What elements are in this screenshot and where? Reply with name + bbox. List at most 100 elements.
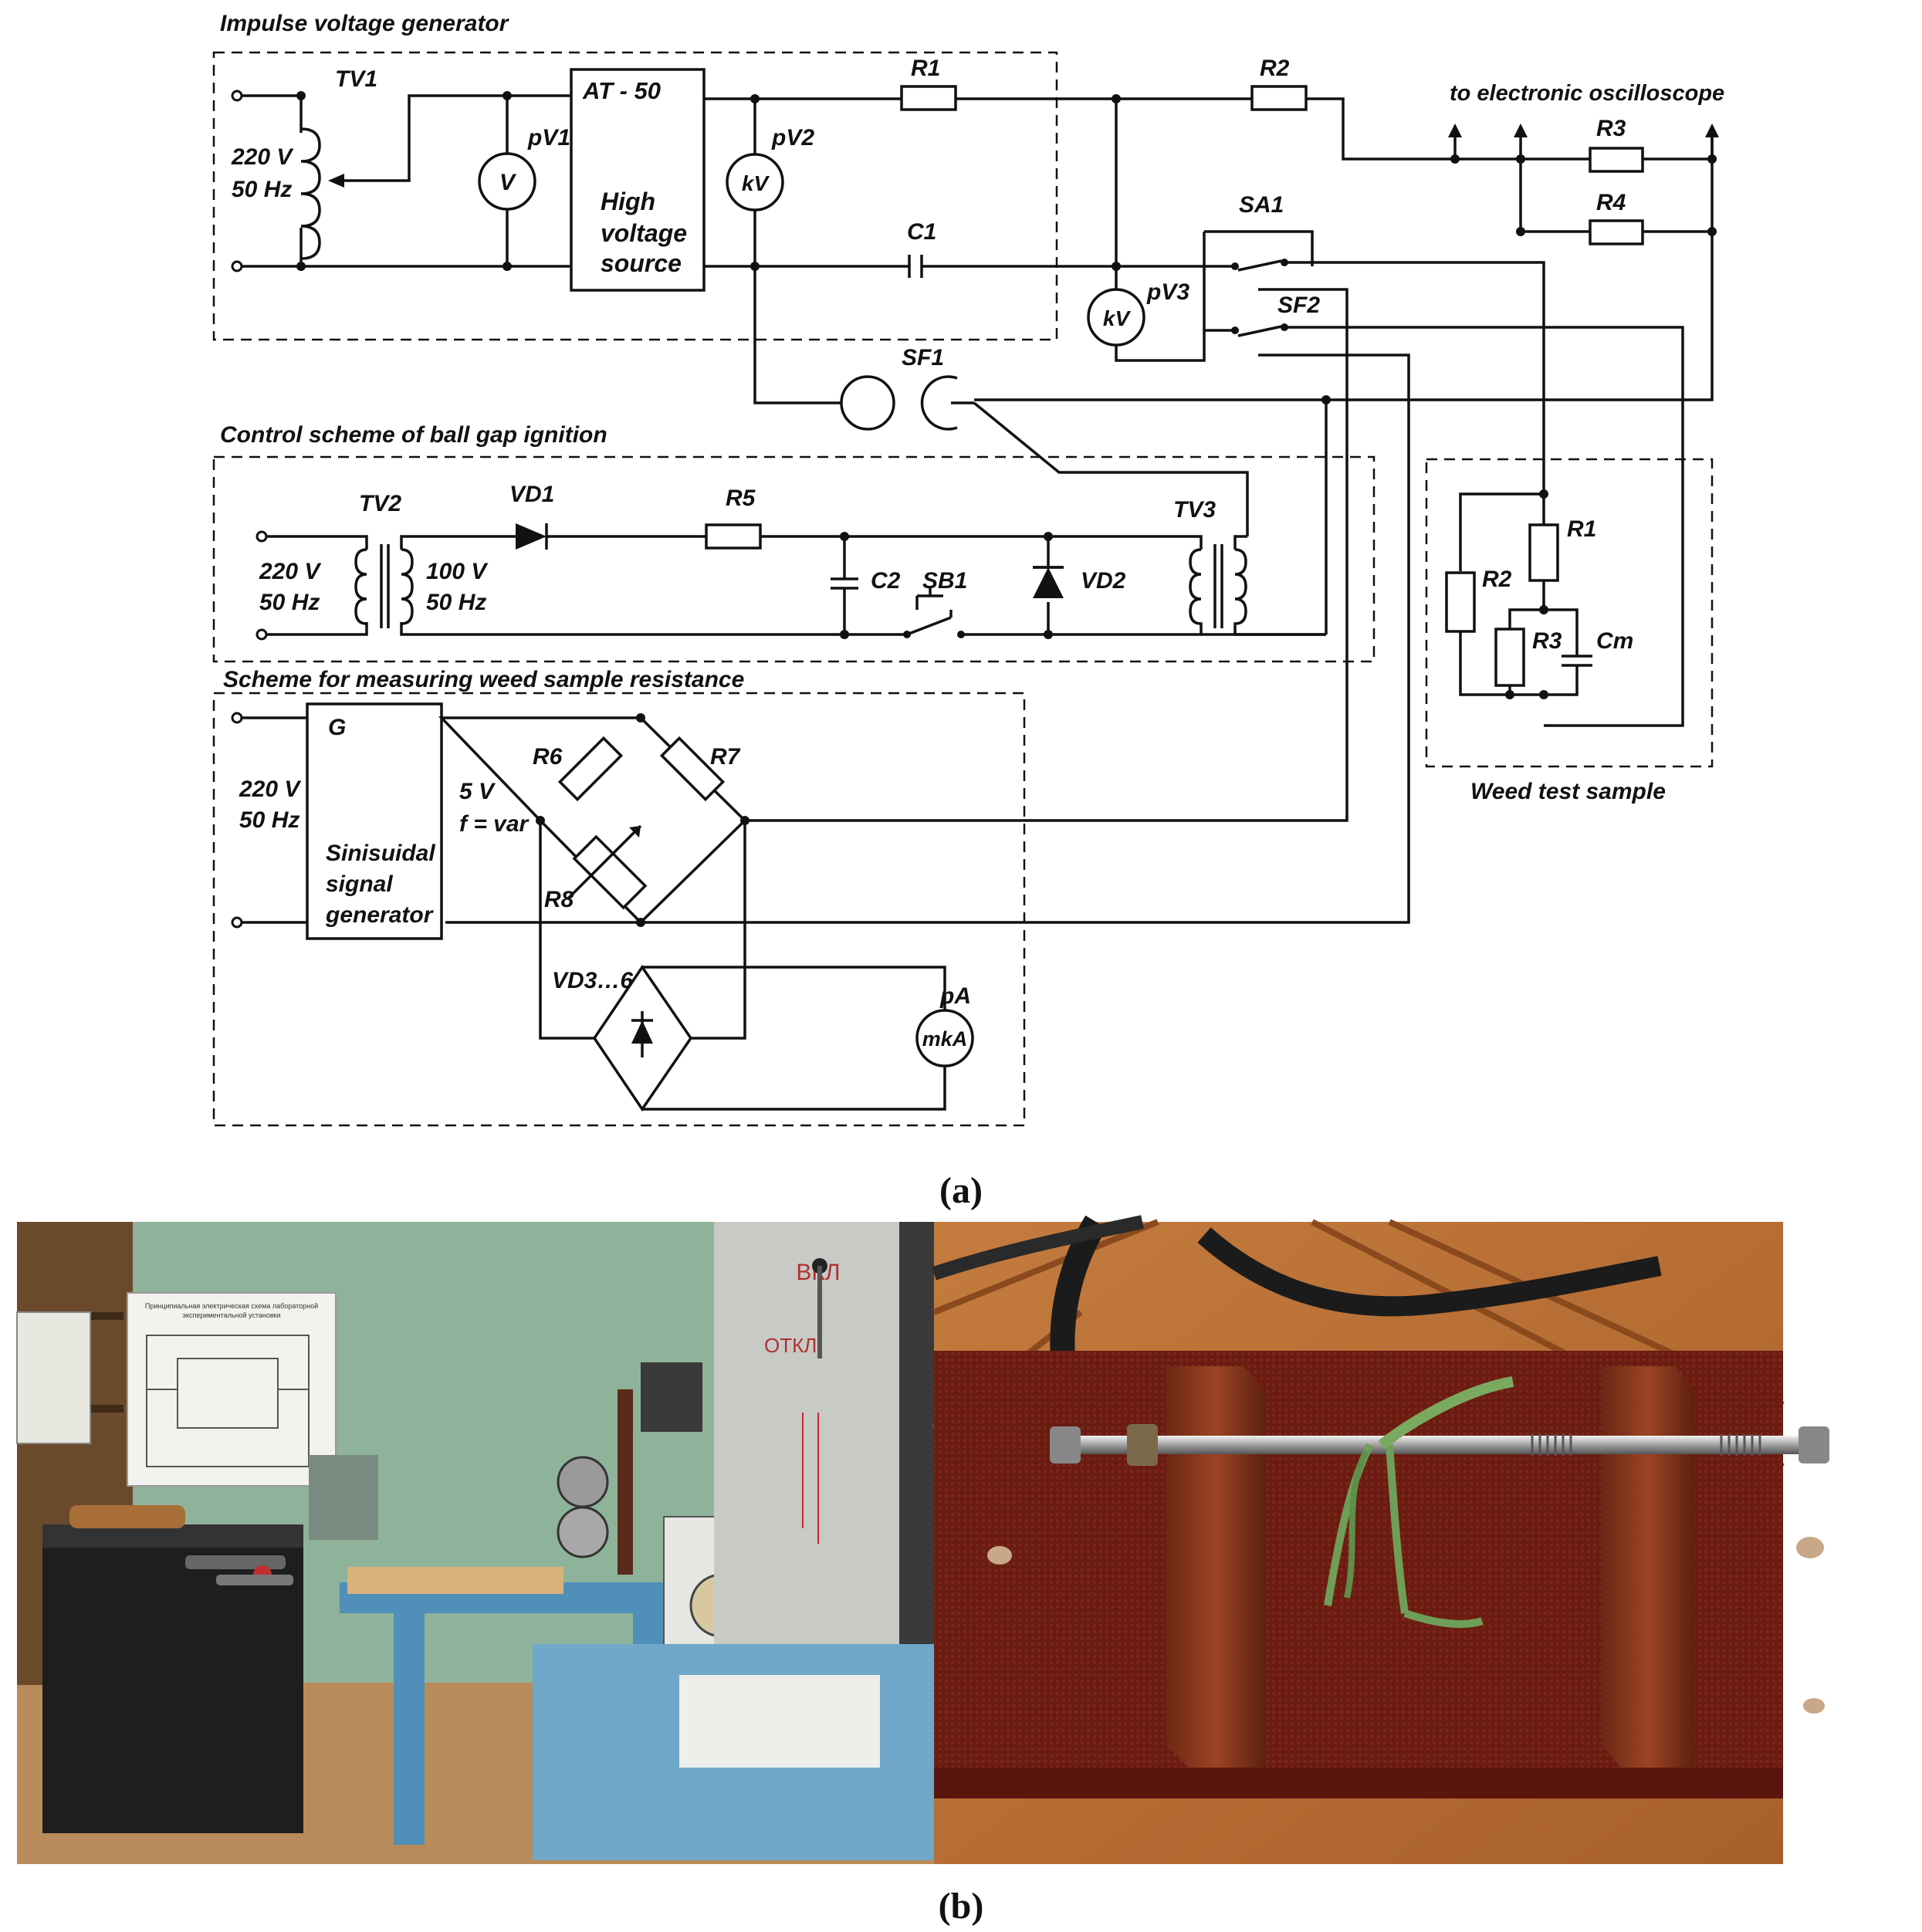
diode-vd2	[1033, 567, 1064, 598]
oscilloscope-arrows	[1448, 123, 1719, 137]
photo-laboratory: Принципиальная электрическая схема лабор…	[16, 1222, 934, 1864]
label-r8: R8	[544, 887, 574, 912]
label-pv2: pV2	[771, 125, 814, 151]
wire	[539, 821, 746, 1040]
wire	[642, 966, 946, 1111]
wire	[1233, 535, 1247, 550]
nut	[1050, 1426, 1081, 1463]
caption-b: (b)	[939, 1886, 984, 1927]
resistor-r7	[659, 736, 726, 802]
wire	[745, 288, 1348, 822]
microammeter	[915, 1009, 974, 1068]
weed-sample-title: Weed test sample	[1470, 779, 1666, 804]
rating-50hz: 50 Hz	[232, 177, 292, 202]
resistor-r4	[1589, 219, 1644, 245]
label-vd2: VD2	[1081, 568, 1126, 594]
gen-text: Sinisuidal	[326, 841, 435, 866]
label-r1-sample: R1	[1567, 516, 1596, 542]
label-sb1: SB1	[922, 568, 967, 594]
control-scheme: 220 V 50 Hz TV2 100 V 50 Hz VD1 R5 C2	[255, 482, 1326, 641]
label-r4: R4	[1596, 190, 1626, 215]
tv3-secondary	[1233, 548, 1326, 636]
switch-cabinet	[714, 1222, 899, 1654]
pv2-kilovoltmeter	[726, 153, 784, 211]
nut	[1798, 1426, 1829, 1463]
ball-gap-sphere-left	[840, 375, 895, 431]
label-c2: C2	[871, 568, 901, 594]
tv1-coil	[300, 127, 321, 260]
resistor-r3	[1589, 147, 1644, 173]
measuring-scheme: 220 V 50 Hz G Sinisuidal signal generato…	[231, 702, 974, 1112]
label-r6: R6	[533, 744, 563, 770]
wire	[1453, 131, 1714, 159]
input-terminal	[231, 260, 243, 272]
wire	[400, 622, 907, 636]
capacitor-c1	[908, 255, 923, 278]
pv3-kilovoltmeter	[1087, 288, 1145, 347]
impulse-generator-title: Impulse voltage generator	[220, 11, 510, 36]
label-r5: R5	[726, 486, 756, 511]
resistor-r6	[557, 736, 624, 802]
high-voltage-source	[570, 68, 706, 292]
label-cm: Cm	[1596, 628, 1633, 654]
gen-text: generator	[325, 902, 435, 928]
tv2-core	[380, 544, 390, 628]
control-scheme-frame	[212, 455, 1376, 663]
label-pv3: pV3	[1146, 279, 1189, 305]
wire	[1459, 463, 1545, 696]
hv-text: voltage	[601, 219, 687, 247]
resistor-r8	[572, 834, 648, 910]
circuit-diagram: Impulse voltage generator Control scheme…	[212, 11, 1724, 1127]
label-vd1: VD1	[509, 482, 554, 507]
resistor-r2-sample	[1445, 571, 1476, 633]
trigger-wire	[973, 401, 1249, 536]
rating-100v: 100 V	[426, 559, 489, 584]
nut	[1127, 1424, 1158, 1466]
tv2-secondary	[401, 548, 414, 625]
weed-sample-frame	[1425, 458, 1714, 768]
rating-50hz: 50 Hz	[259, 590, 320, 615]
poster-title: экспериментальной установки	[182, 1311, 280, 1319]
caption-a: (a)	[939, 1170, 983, 1211]
electrode-rod	[1050, 1436, 1814, 1454]
resistor-r1	[900, 85, 957, 111]
wire	[445, 354, 1410, 924]
resistor-r1-sample	[1528, 523, 1559, 582]
label-tv3: TV3	[1173, 497, 1216, 523]
wire	[1284, 261, 1545, 463]
wire	[1204, 230, 1314, 266]
wire	[1508, 580, 1592, 696]
meter-symbol: mkA	[922, 1027, 968, 1051]
wire	[1306, 97, 1590, 161]
cable	[1197, 1227, 1662, 1317]
ball-gap-sphere	[557, 1456, 609, 1508]
label-sf1: SF1	[902, 345, 944, 370]
wire	[1115, 266, 1235, 362]
label-g: G	[328, 715, 346, 740]
label-at50: AT - 50	[582, 77, 661, 104]
label-r2-sample: R2	[1482, 567, 1512, 592]
switch-contacts	[1237, 259, 1282, 337]
wire	[1284, 326, 1684, 727]
ball-gap-sphere-right	[920, 375, 958, 431]
input-terminal	[231, 90, 243, 102]
wire	[242, 94, 303, 133]
tv1-wiper-arrow	[328, 174, 344, 188]
wire	[340, 94, 571, 182]
impulse-generator: 220 V 50 Hz TV1 V pV1 AT - 50 High volta…	[231, 56, 1719, 924]
photo-weed-sample-holder	[932, 1215, 1829, 1864]
pv1-voltmeter	[478, 152, 536, 211]
tv3-primary	[1189, 548, 1203, 634]
label-tv1: TV1	[335, 66, 377, 92]
resistor-r5	[705, 523, 762, 550]
rating-50hz: 50 Hz	[426, 590, 486, 615]
wire	[266, 535, 368, 636]
resistor-r3-sample	[1494, 628, 1525, 687]
pushbutton-sb1	[906, 587, 953, 636]
tv2-primary	[354, 548, 367, 625]
label-c1: C1	[907, 219, 936, 245]
wire	[545, 523, 706, 550]
gen-text: signal	[326, 871, 393, 897]
hv-text: High	[601, 188, 655, 215]
